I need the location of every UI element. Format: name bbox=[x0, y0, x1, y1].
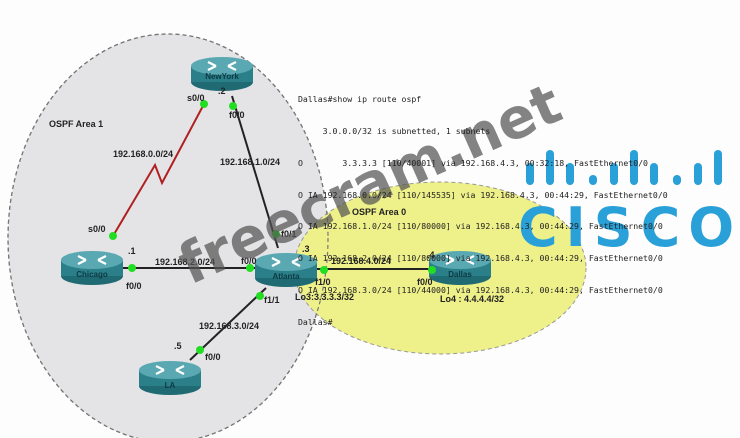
host-label: .3 bbox=[302, 244, 310, 254]
cli-line: O IA 192.168.3.0/24 [110/44000] via 192.… bbox=[298, 284, 663, 295]
router-dallas[interactable]: Dallas bbox=[427, 249, 493, 287]
network-label: 192.168.0.0/24 bbox=[113, 149, 173, 159]
cli-line: Dallas#show ip route ospf bbox=[298, 94, 422, 105]
port-dallas-f0 bbox=[428, 266, 436, 274]
loopback-label: Lo3:3.3.3.3/32 bbox=[295, 292, 354, 302]
cli-line: O IA 192.168.1.0/24 [110/80000] via 192.… bbox=[298, 221, 663, 232]
host-label: .5 bbox=[174, 341, 182, 351]
router-la[interactable]: LA bbox=[137, 359, 203, 397]
area0-label: OSPF Area 0 bbox=[352, 207, 406, 217]
port-ny-f0 bbox=[229, 102, 237, 110]
link-ny-atlanta bbox=[231, 95, 279, 249]
host-label: .2 bbox=[218, 86, 226, 96]
serial-link-ny-chicago bbox=[112, 103, 205, 237]
cli-line: Dallas# bbox=[298, 316, 333, 327]
cli-line: O IA 192.168.2.0/24 [110/80000] via 192.… bbox=[298, 253, 663, 264]
router-chicago[interactable]: Chicago bbox=[59, 249, 125, 287]
port-ny-s0 bbox=[200, 100, 208, 108]
interface-label: f0/0 bbox=[126, 281, 142, 291]
loopback-label: Lo4 : 4.4.4.4/32 bbox=[440, 294, 504, 304]
network-label: 192.168.3.0/24 bbox=[199, 321, 259, 331]
interface-label: f0/0 bbox=[205, 352, 221, 362]
router-label: Chicago bbox=[76, 270, 108, 279]
cisco-logo-text: CISCO bbox=[518, 196, 740, 259]
interface-label: f0/0 bbox=[229, 110, 245, 120]
router-label: Dallas bbox=[448, 270, 472, 279]
interface-label: f0/0 bbox=[417, 277, 433, 287]
interface-dots bbox=[109, 100, 436, 354]
interface-label: f1/1 bbox=[264, 295, 280, 305]
port-chicago-f0 bbox=[128, 264, 136, 272]
port-atlanta-f11 bbox=[256, 292, 264, 300]
cli-line: O 3.3.3.3 [110/40001] via 192.168.4.3, 0… bbox=[298, 157, 648, 168]
interface-label: s0/0 bbox=[88, 224, 106, 234]
port-la-f0 bbox=[196, 346, 204, 354]
port-atlanta-f00 bbox=[246, 264, 254, 272]
interface-label: s0/0 bbox=[187, 93, 205, 103]
cli-output: Dallas#show ip route ospf 3.0.0.0/32 is … bbox=[298, 73, 668, 338]
host-label: .1 bbox=[128, 246, 136, 256]
cisco-logo: CISCO bbox=[518, 150, 740, 259]
area1-label: OSPF Area 1 bbox=[49, 119, 103, 129]
router-atlanta[interactable]: Atlanta bbox=[253, 251, 319, 289]
router-label: NewYork bbox=[205, 72, 239, 81]
port-atlanta-f01 bbox=[272, 230, 280, 238]
router-label: Atlanta bbox=[272, 272, 300, 281]
port-atlanta-f10 bbox=[320, 266, 328, 274]
interface-label: f1/0 bbox=[315, 277, 331, 287]
network-label: 192.168.4.0/24 bbox=[331, 256, 391, 266]
cli-line: O IA 192.168.0.0/24 [110/145535] via 192… bbox=[298, 189, 668, 200]
network-label: 192.168.1.0/24 bbox=[220, 157, 280, 167]
interface-label: f0/1 bbox=[281, 229, 297, 239]
network-label: 192.168.2.0/24 bbox=[155, 257, 215, 267]
router-label: LA bbox=[165, 381, 176, 390]
cli-line: 3.0.0.0/32 is subnetted, 1 subnets bbox=[298, 125, 491, 136]
router-newyork[interactable]: NewYork bbox=[189, 55, 255, 93]
port-chicago-s0 bbox=[109, 232, 117, 240]
host-label: .4 bbox=[427, 250, 435, 260]
interface-label: f0/0 bbox=[241, 256, 257, 266]
